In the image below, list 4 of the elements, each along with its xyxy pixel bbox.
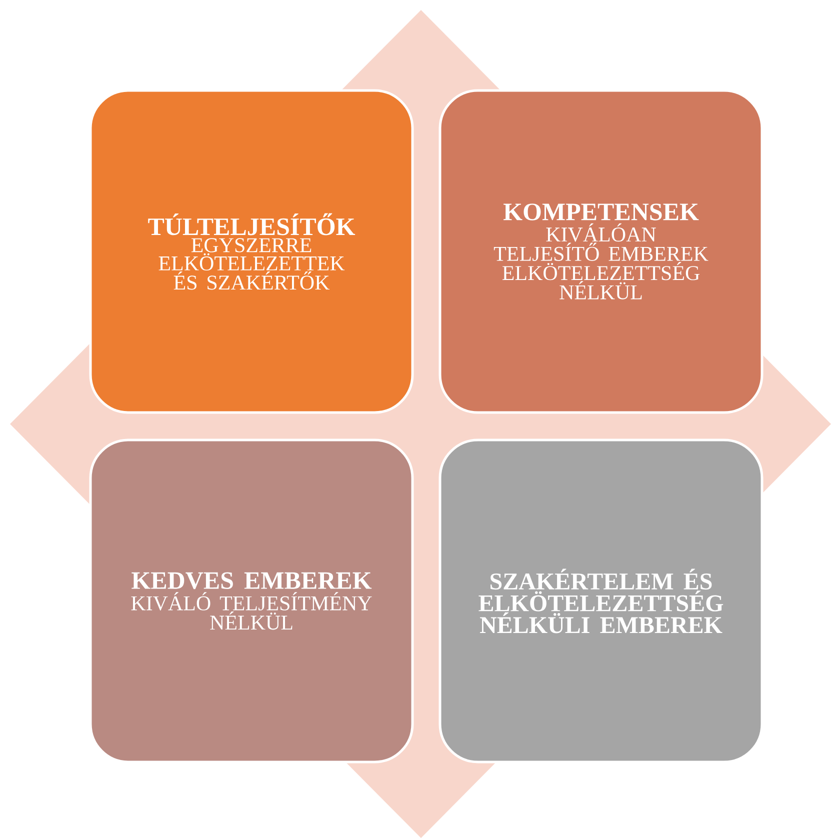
quadrant-box: SZAKÉRTELEM ÉS ELKÖTELEZETTSÉG NÉLKÜLI EMBEREK [438,438,764,764]
quadrant-box: TÚLTELJESÍTŐK EGYSZERRE ELKÖTELEZETTEK ÉS SZAKÉRTŐK [89,89,414,414]
quadrant-box: KOMPETENSEK KIVÁLÓAN TELJESÍTŐ EMBEREK ELKÖTELEZETTSÉG NÉLKÜL [438,89,764,414]
quadrant-box: KEDVES EMBEREK KIVÁLÓ TELJESÍTMÉNY NÉLKÜL [89,438,414,764]
